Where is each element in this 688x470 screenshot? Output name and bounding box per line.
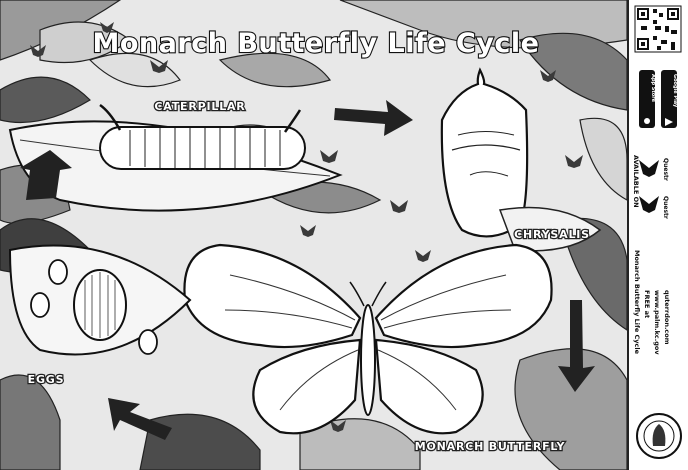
county-seal-icon <box>637 414 681 458</box>
life-cycle-illustration: Monarch Butterfly Life Cycle CATERPILLAR <box>0 0 627 470</box>
qr-code-icon[interactable] <box>635 6 681 52</box>
credit-url-1: www.palm.kc.gov <box>653 290 661 355</box>
eggs-label: EGGS <box>28 373 65 386</box>
chrysalis-label: CHRYSALIS <box>514 228 590 241</box>
app-name-2: Questr <box>661 196 669 219</box>
credit-title: Monarch Butterfly Life Cycle <box>633 250 641 354</box>
questr-app-icon-2[interactable] <box>639 196 659 213</box>
page-title: Monarch Butterfly Life Cycle <box>93 28 540 59</box>
credit-url-2: quterrdon.com <box>663 290 671 345</box>
sidebar: App Store Google Play AVAILABLE ON Quest… <box>627 0 688 470</box>
credit-line: FREE at <box>643 290 651 318</box>
butterfly-label: MONARCH BUTTERFLY <box>415 440 566 453</box>
available-on-label: AVAILABLE ON <box>632 155 640 208</box>
sidebar-graphics <box>629 0 688 470</box>
caterpillar-body <box>100 127 305 169</box>
app-name-1: Questr <box>661 158 669 181</box>
questr-app-icon-1[interactable] <box>639 160 659 177</box>
caterpillar-label: CATERPILLAR <box>154 100 245 113</box>
app-store-label: App Store <box>649 74 657 102</box>
google-play-label: Google Play <box>671 74 679 107</box>
